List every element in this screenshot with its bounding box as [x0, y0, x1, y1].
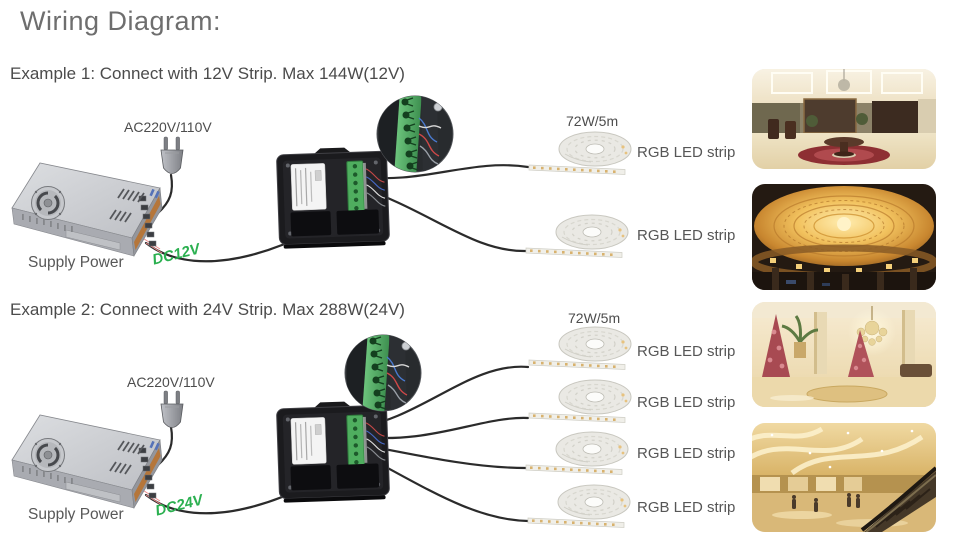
storefronts	[752, 475, 936, 493]
example1-ac-label: AC220V/110V	[124, 119, 212, 135]
example2-heading: Example 2: Connect with 24V Strip. Max 2…	[10, 300, 405, 319]
power-supply-2	[10, 413, 164, 510]
photo-hotel-lobby-chandelier-christmas	[752, 302, 936, 407]
led-controller-1	[275, 145, 391, 250]
led-controller-2	[275, 399, 391, 504]
power-plug-icon-1	[160, 136, 184, 174]
led-strip-coil-1b	[525, 214, 629, 259]
palm-plant	[781, 315, 819, 343]
example2-supply-label: Supply Power	[28, 506, 124, 523]
escalator	[860, 466, 936, 532]
people-silhouettes	[792, 493, 860, 512]
example1-strip-label-2: RGB LED strip	[637, 227, 736, 244]
photo-shopping-mall-escalators	[752, 423, 936, 532]
led-strip-coil-2c	[525, 431, 629, 476]
power-supply-1	[10, 161, 164, 258]
example2-strip-label-1: RGB LED strip	[637, 343, 736, 360]
led-strip-coil-2b	[528, 379, 632, 424]
example2-strip-label-2: RGB LED strip	[637, 394, 736, 411]
example1-strip-label-1: RGB LED strip	[637, 144, 736, 161]
power-plug-icon-2	[160, 390, 184, 428]
page-title: Wiring Diagram:	[20, 6, 222, 36]
chandelier-icon	[856, 306, 888, 346]
led-strip-coil-1a	[528, 131, 632, 176]
example1-supply-label: Supply Power	[28, 254, 124, 271]
terminal-zoom-inset-1	[377, 89, 453, 178]
example2-strip-label-3: RGB LED strip	[637, 445, 736, 462]
photo-golden-dome-ceiling	[752, 184, 936, 290]
example2-strip-rating: 72W/5m	[568, 310, 621, 326]
led-strip-coil-2d	[527, 484, 631, 529]
example2-strip-label-4: RGB LED strip	[637, 499, 736, 516]
example1-strip-rating: 72W/5m	[566, 113, 619, 129]
led-strip-coil-2a	[528, 326, 632, 371]
terminal-zoom-inset-2	[345, 328, 421, 417]
example1-heading: Example 1: Connect with 12V Strip. Max 1…	[10, 64, 405, 83]
photo-hotel-lobby-round-table	[752, 69, 936, 169]
example2-ac-label: AC220V/110V	[127, 374, 215, 390]
christmas-trees	[762, 314, 874, 377]
